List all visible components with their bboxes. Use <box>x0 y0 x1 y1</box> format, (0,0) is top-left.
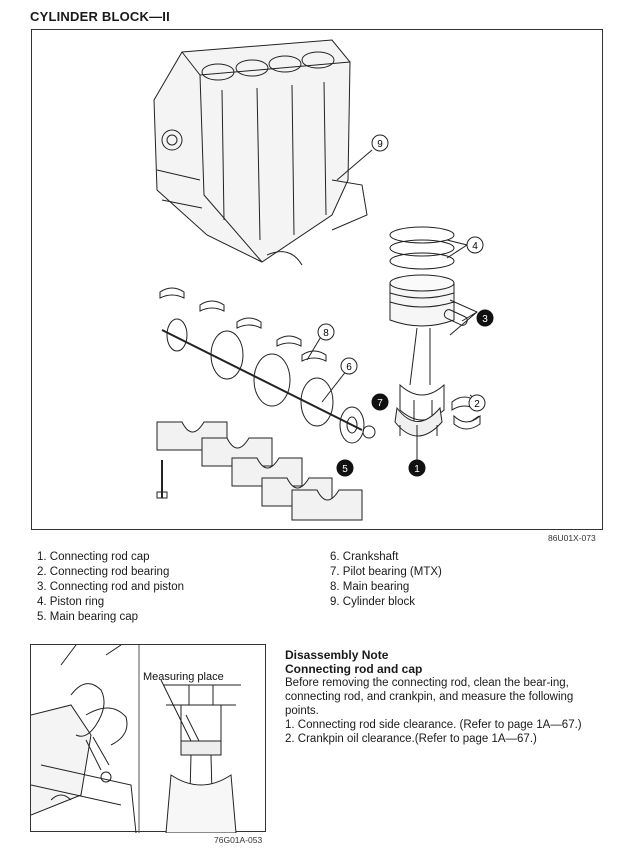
figure-code: 76G01A-053 <box>214 835 263 845</box>
legend-item: 5. Main bearing cap <box>37 611 139 623</box>
figure-code: 86U01X-073 <box>548 533 596 543</box>
callout-1-label: 1 <box>414 464 420 475</box>
callout-9: 9 <box>371 134 389 152</box>
note-steps: 1. Connecting rod side clearance. (Refer… <box>285 718 605 746</box>
parts-legend-right: 6. Crankshaft 7. Pilot bearing (MTX) 8. … <box>330 550 442 610</box>
note-step: 2. Crankpin oil clearance.(Refer to page… <box>285 733 537 745</box>
note-body: Before removing the connecting rod, clea… <box>285 677 574 717</box>
page-title: CYLINDER BLOCK—II <box>30 9 170 24</box>
callout-7-label: 7 <box>377 398 383 409</box>
callout-8: 8 <box>317 323 335 341</box>
callout-8-label: 8 <box>323 328 329 339</box>
measuring-drawing: Measuring place <box>31 645 241 833</box>
callout-9-label: 9 <box>377 139 383 150</box>
note-subheading: Connecting rod and cap <box>285 662 423 676</box>
legend-item: 7. Pilot bearing (MTX) <box>330 566 442 578</box>
callout-1: 1 <box>408 459 426 477</box>
callout-5-label: 5 <box>342 464 348 475</box>
parts-legend-left: 1. Connecting rod cap 2. Connecting rod … <box>37 550 184 625</box>
note-heading: Disassembly Note <box>285 648 389 662</box>
callout-2: 2 <box>468 394 486 412</box>
callout-5: 5 <box>336 459 354 477</box>
callout-3-label: 3 <box>482 314 488 325</box>
measuring-place-label: Measuring place <box>143 671 224 683</box>
callout-2-label: 2 <box>474 399 480 410</box>
legend-item: 9. Cylinder block <box>330 596 416 608</box>
callout-7: 7 <box>371 393 389 411</box>
callout-6-label: 6 <box>346 362 352 373</box>
cylinder-block-drawing <box>153 39 368 266</box>
disassembly-note: Disassembly Note Connecting rod and cap … <box>285 648 605 746</box>
legend-item: 3. Connecting rod and piston <box>37 581 185 593</box>
callout-4-label: 4 <box>472 241 478 252</box>
piston-rings-drawing <box>389 226 455 270</box>
main-bearings-drawing <box>159 287 327 362</box>
main-bearing-caps-drawing <box>156 421 363 521</box>
crankshaft-drawing <box>161 318 376 444</box>
callout-6: 6 <box>340 357 358 375</box>
exploded-view-figure: 9 4 3 8 6 7 2 <box>31 29 603 530</box>
exploded-view-drawing: 9 4 3 8 6 7 2 <box>153 39 494 521</box>
legend-item: 8. Main bearing <box>330 581 410 593</box>
callout-3: 3 <box>476 309 494 327</box>
measuring-figure: Measuring place <box>30 644 266 833</box>
legend-item: 2. Connecting rod bearing <box>37 566 170 578</box>
note-step: 1. Connecting rod side clearance. (Refer… <box>285 719 582 731</box>
legend-item: 6. Crankshaft <box>330 551 399 563</box>
piston-and-rod-drawing <box>389 274 468 422</box>
legend-item: 1. Connecting rod cap <box>37 551 150 563</box>
rod-cap-drawing <box>394 406 443 437</box>
callout-4: 4 <box>466 236 484 254</box>
legend-item: 4. Piston ring <box>37 596 105 608</box>
